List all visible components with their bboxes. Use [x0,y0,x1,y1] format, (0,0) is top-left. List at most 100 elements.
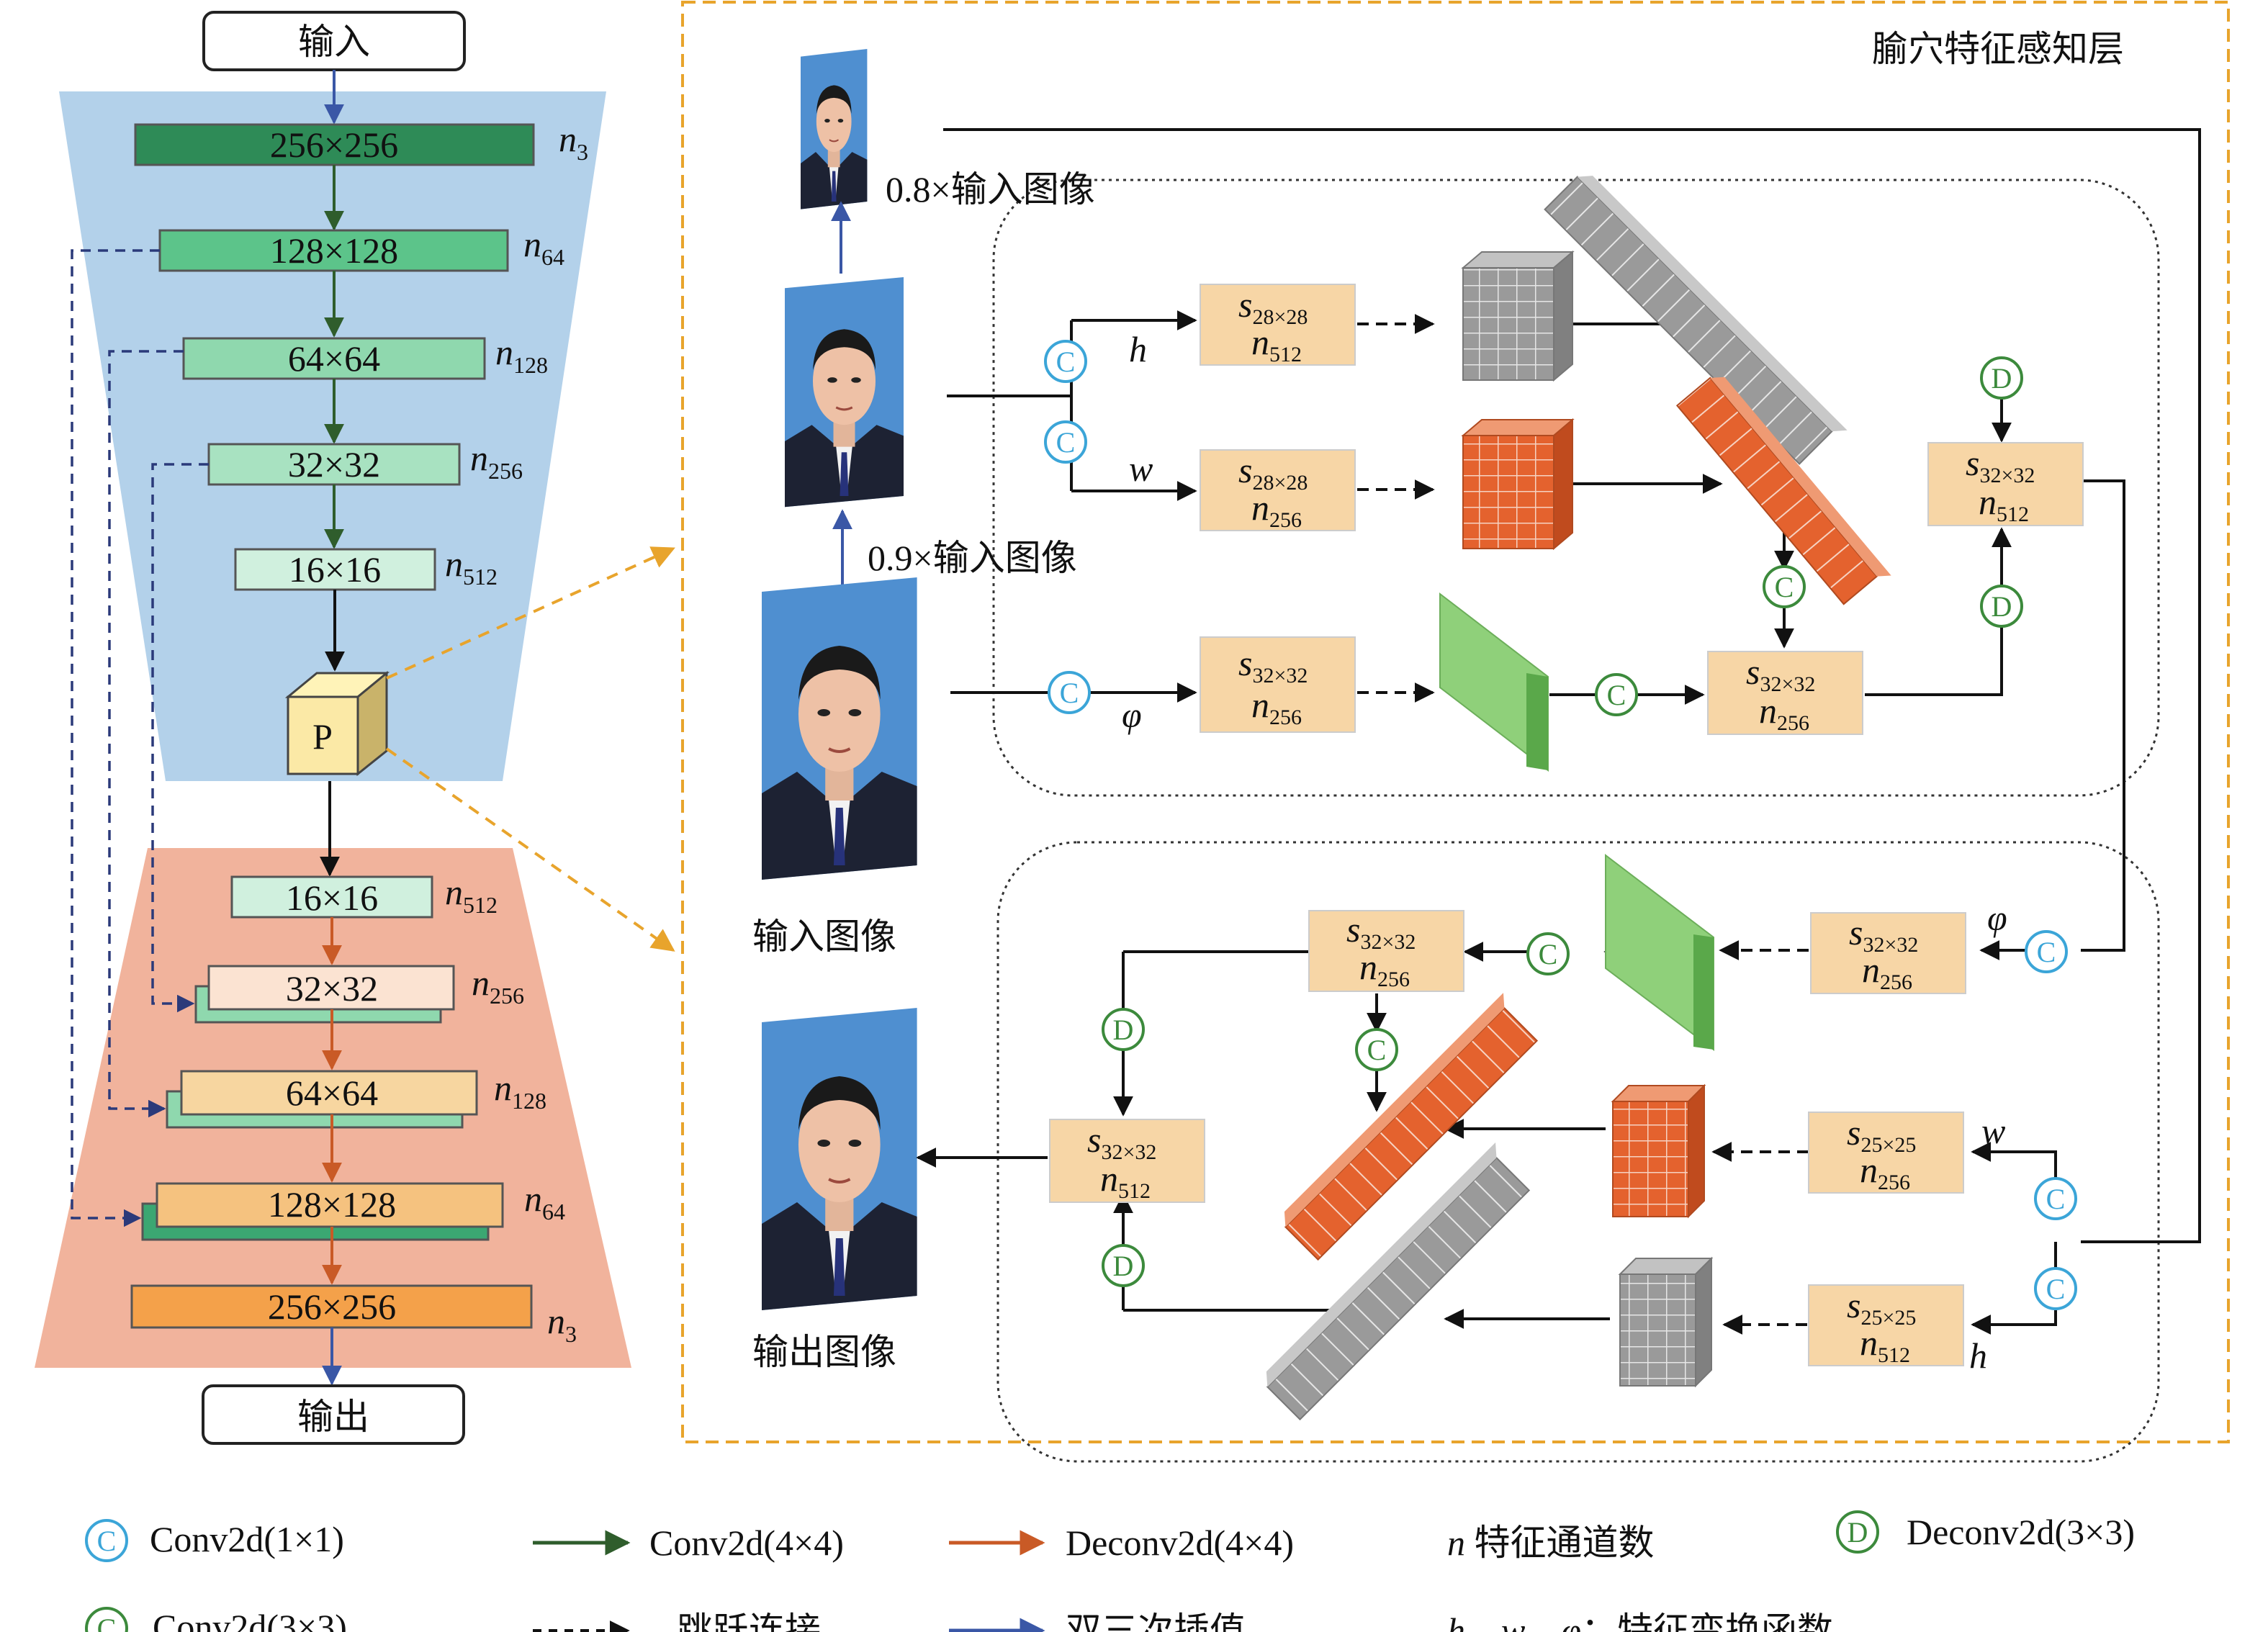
lower-box-w: s25×25 n256 [1808,1112,1964,1194]
legend-conv3: C Conv2d(3×3) [85,1607,347,1632]
svg-text:n512: n512 [1251,322,1302,366]
c-green-icon: C [1355,1028,1398,1071]
upper-label-phi: φ [1122,695,1142,735]
enc-n-32: n256 [470,438,523,484]
portrait-output [760,1006,919,1312]
feature-panel: 腧穴特征感知层 0.8×输入图像 0.9×输入图像 输入图像 输出图像 [681,1,2230,1463]
enc-block-32 [207,443,461,486]
svg-text:D: D [1992,362,2012,395]
upper-box-w: s28×28 n256 [1200,449,1356,532]
svg-text:C: C [1607,679,1626,711]
svg-text:n256: n256 [1759,690,1809,735]
svg-text:C: C [1056,426,1076,459]
lower-label-w: w [1981,1111,2005,1151]
upper-box-mid: s32×32 n256 [1707,651,1863,735]
svg-text:D: D [1113,1014,1134,1046]
svg-text:Deconv2d(4×4): Deconv2d(4×4) [1066,1523,1294,1563]
svg-text:s28×28: s28×28 [1238,284,1308,329]
enc-block-256-label: 256×256 [270,125,398,165]
svg-text:Conv2d(3×3): Conv2d(3×3) [153,1607,347,1632]
lower-box-h: s25×25 n512 [1808,1284,1964,1367]
input-label: 输入 [298,22,370,62]
legend-n: n 特征通道数 [1447,1523,1655,1563]
c-green-icon: C [1595,673,1638,716]
svg-text:C: C [1056,346,1076,378]
legend-hwphi: h、w、φ：特征变换函数 [1447,1610,1833,1632]
c-blue-icon: C [1044,340,1087,383]
svg-text:D: D [1848,1516,1868,1548]
label-09-input: 0.9×输入图像 [868,538,1077,578]
c-blue-icon: C [1044,420,1087,464]
svg-text:n256: n256 [1251,487,1302,532]
p-cube: P [284,670,390,777]
svg-text:s25×25: s25×25 [1847,1285,1916,1330]
enc-block-128 [158,229,509,272]
lower-dotted-region [996,841,2160,1463]
svg-text:s25×25: s25×25 [1847,1112,1916,1157]
svg-text:C: C [97,1613,117,1632]
c-blue-icon: C [2034,1177,2077,1220]
svg-text:s32×32: s32×32 [1346,909,1416,954]
svg-text:n512: n512 [1100,1158,1151,1203]
dec-n-128: n64 [524,1178,565,1225]
lower-tensor-orange-cube [1611,1083,1706,1219]
svg-text:s32×32: s32×32 [1966,443,2035,487]
dec-n-64: n128 [494,1068,546,1114]
lower-tensor-gray-cube [1618,1256,1714,1388]
decoder-section: 16×16 n512 32×32 n256 64×64 n128 128×128… [35,781,631,1445]
portrait-09 [783,276,905,508]
enc-block-64-label: 64×64 [288,338,380,379]
upper-tensor-orange-strip [1675,377,1891,605]
enc-block-32-label: 32×32 [288,444,380,484]
svg-text:s32×32: s32×32 [1087,1119,1156,1164]
d-green-icon: D [1980,356,2023,400]
svg-text:h、w、φ：特征变换函数: h、w、φ：特征变换函数 [1447,1610,1833,1632]
svg-text:C: C [1367,1034,1387,1066]
svg-text:C: C [1060,677,1079,709]
svg-text:Conv2d(4×4): Conv2d(4×4) [649,1523,844,1563]
output-label: 输出 [297,1397,369,1437]
dec-block-256-label: 256×256 [268,1286,396,1327]
dec-block-16 [230,875,433,919]
dec-block-64-label: 64×64 [286,1073,378,1113]
enc-block-64 [182,337,486,380]
label-input-image: 输入图像 [752,916,896,957]
svg-text:n256: n256 [1359,947,1410,991]
dec-block-256 [130,1284,533,1329]
legend-conv4: Conv2d(4×4) [533,1523,844,1563]
enc-n-16: n512 [445,544,498,590]
svg-text:n256: n256 [1862,950,1912,994]
d-green-icon: D [1980,585,2023,628]
c-green-icon: C [1526,932,1570,975]
svg-text:C: C [2046,1273,2066,1305]
lower-box-mid: s32×32 n256 [1308,909,1464,992]
lower-label-phi: φ [1987,898,2007,938]
svg-text:双三次插值: 双三次插值 [1066,1610,1246,1632]
svg-text:n 特征通道数: n 特征通道数 [1447,1523,1655,1563]
legend-conv1: C Conv2d(1×1) [85,1519,344,1562]
svg-text:C: C [1775,571,1794,603]
upper-tensor-gray-strip [1544,176,1848,465]
dec-n-256: n3 [547,1301,577,1347]
skip-connections [71,249,209,1227]
dec-block-32 [207,965,455,1011]
dec-block-32-label: 32×32 [286,968,378,1009]
svg-text:Conv2d(1×1): Conv2d(1×1) [150,1519,344,1559]
c-blue-icon: C [1048,671,1091,714]
lower-tensor-green-slab [1605,853,1714,1052]
svg-text:s32×32: s32×32 [1849,912,1918,957]
panel-frame [681,1,2230,1443]
dec-n-32: n256 [472,962,524,1009]
upper-box-right: s32×32 n512 [1927,442,2084,526]
svg-text:Deconv2d(3×3): Deconv2d(3×3) [1907,1512,2135,1552]
panel-title: 腧穴特征感知层 [1872,29,2124,69]
circle-markers: C C C C C D D C C C D D C C [1044,340,2077,1310]
dec-block-128 [156,1182,504,1228]
svg-text:s32×32: s32×32 [1746,652,1815,696]
label-output-image: 输出图像 [752,1332,896,1372]
lower-box-phi: s32×32 n256 [1810,912,1966,994]
svg-text:n512: n512 [1979,482,2029,526]
encoder-section: 输入 256×256 n3 128×128 n64 64×64 n128 32×… [59,11,606,781]
portrait-input [760,576,919,881]
